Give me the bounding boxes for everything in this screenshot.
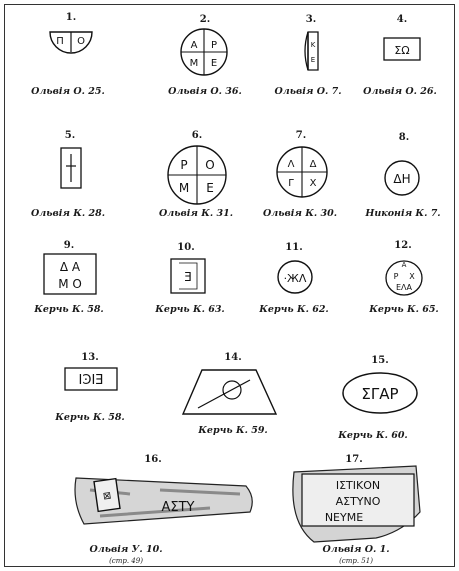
svg-text:⊠: ⊠ bbox=[102, 490, 112, 502]
svg-text:Π: Π bbox=[56, 36, 64, 47]
stamp-drawing: ⊠ ΑΣΤΥ bbox=[70, 468, 260, 530]
svg-text:ΣΓΑΡ: ΣΓΑΡ bbox=[361, 385, 398, 403]
stamp-caption: Керчь К. 65. bbox=[369, 304, 438, 315]
svg-text:Μ: Μ bbox=[179, 181, 189, 195]
stamp-drawing: Ρ Ο Μ Ε bbox=[165, 143, 229, 207]
svg-text:Α: Α bbox=[191, 40, 198, 51]
stamp-number: 1. bbox=[66, 12, 76, 23]
stamp-number: 7. bbox=[296, 130, 306, 141]
stamp-number: 14. bbox=[224, 352, 241, 363]
svg-text:Μ Ο: Μ Ο bbox=[58, 277, 82, 291]
stamp-drawing: ΙϿΙƎ bbox=[63, 366, 119, 392]
stamp-number: 4. bbox=[397, 14, 407, 25]
svg-text:Ǝ: Ǝ bbox=[184, 270, 192, 284]
stamp-number: 11. bbox=[285, 242, 302, 253]
stamp-caption: Ольвія О. 26. bbox=[363, 86, 437, 97]
svg-text:Λ: Λ bbox=[288, 159, 295, 170]
stamp-drawing: ·ЖΛ bbox=[275, 258, 315, 296]
stamp-drawing bbox=[58, 146, 84, 190]
svg-text:Χ: Χ bbox=[310, 178, 317, 189]
svg-text:ΙϿΙƎ: ΙϿΙƎ bbox=[78, 373, 103, 388]
svg-text:ΔΗ: ΔΗ bbox=[393, 172, 410, 186]
stamp-caption: Ольвія К. 31. bbox=[159, 208, 233, 219]
stamp-caption: Ольвія К. 28. bbox=[31, 208, 105, 219]
svg-text:ΕΛΑ: ΕΛΑ bbox=[396, 283, 413, 292]
stamp-drawing: ΙΣΤΙΚΟΝ ΑΣΤΥΝΟ ΝΕΥΜΕ bbox=[284, 462, 424, 546]
svg-text:Κ: Κ bbox=[311, 41, 316, 49]
stamp-page-ref: (стр. 49) bbox=[109, 557, 143, 565]
stamp-caption: Керчь К. 62. bbox=[259, 304, 328, 315]
svg-text:Α: Α bbox=[402, 261, 407, 269]
svg-text:Ρ: Ρ bbox=[211, 40, 217, 51]
stamp-drawing: Κ Ε bbox=[300, 30, 322, 74]
stamp-drawing: Α Ρ Χ ΕΛΑ bbox=[382, 252, 426, 298]
stamp-drawing bbox=[180, 366, 280, 418]
svg-text:Ε: Ε bbox=[311, 56, 315, 64]
svg-text:Ε: Ε bbox=[206, 181, 214, 195]
stamp-caption: Керчь К. 58. bbox=[34, 304, 103, 315]
stamp-caption: Керчь К. 58. bbox=[55, 412, 124, 423]
stamp-caption: Керчь К. 63. bbox=[155, 304, 224, 315]
stamp-number: 3. bbox=[306, 14, 316, 25]
stamp-number: 10. bbox=[177, 242, 194, 253]
stamp-number: 16. bbox=[144, 454, 161, 465]
stamp-drawing: Π Ο bbox=[48, 28, 94, 62]
svg-text:Δ Α: Δ Α bbox=[60, 260, 81, 274]
stamp-caption: Ольвія У. 10. bbox=[89, 544, 162, 555]
svg-text:Ρ: Ρ bbox=[180, 158, 187, 172]
stamp-drawing: ΣΩ bbox=[382, 36, 422, 62]
svg-text:ΝΕΥΜΕ: ΝΕΥΜΕ bbox=[325, 511, 363, 524]
stamp-number: 5. bbox=[65, 130, 75, 141]
svg-text:Ε: Ε bbox=[211, 58, 217, 69]
svg-text:ΑΣΤΥ: ΑΣΤΥ bbox=[162, 500, 195, 515]
stamp-drawing: Α Ρ Μ Ε bbox=[178, 26, 230, 78]
svg-text:·ЖΛ: ·ЖΛ bbox=[284, 272, 307, 285]
stamp-page-ref: (стр. 51) bbox=[339, 557, 373, 565]
svg-text:Χ: Χ bbox=[409, 272, 415, 281]
stamp-caption: Ольвія О. 25. bbox=[31, 86, 105, 97]
stamp-number: 9. bbox=[64, 240, 74, 251]
stamp-number: 8. bbox=[399, 132, 409, 143]
svg-text:Μ: Μ bbox=[190, 58, 199, 69]
stamp-caption: Ольвія О. 1. bbox=[322, 544, 389, 555]
svg-text:ΑΣΤΥΝΟ: ΑΣΤΥΝΟ bbox=[336, 495, 381, 508]
stamp-number: 6. bbox=[192, 130, 202, 141]
stamp-number: 13. bbox=[81, 352, 98, 363]
stamp-drawing: Δ Α Μ Ο bbox=[42, 252, 98, 296]
stamp-drawing: ΣΓΑΡ bbox=[340, 370, 420, 416]
svg-text:ΣΩ: ΣΩ bbox=[394, 44, 409, 57]
stamp-number: 15. bbox=[371, 355, 388, 366]
stamp-drawing: Ǝ bbox=[168, 256, 208, 296]
svg-text:ΙΣΤΙΚΟΝ: ΙΣΤΙΚΟΝ bbox=[336, 479, 380, 492]
stamp-caption: Керчь К. 59. bbox=[198, 425, 267, 436]
stamp-drawing: Λ Δ Γ Χ bbox=[274, 144, 330, 200]
stamp-caption: Керчь К. 60. bbox=[338, 430, 407, 441]
stamp-caption: Никонія К. 7. bbox=[365, 208, 440, 219]
stamp-caption: Ольвія О. 7. bbox=[274, 86, 341, 97]
svg-text:Ο: Ο bbox=[205, 158, 214, 172]
stamp-number: 12. bbox=[394, 240, 411, 251]
svg-text:Ρ: Ρ bbox=[394, 272, 399, 281]
stamp-caption: Ольвія К. 30. bbox=[263, 208, 337, 219]
svg-text:Γ: Γ bbox=[288, 178, 294, 189]
stamp-drawing: ΔΗ bbox=[382, 158, 422, 198]
svg-text:Ο: Ο bbox=[77, 36, 85, 47]
svg-text:Δ: Δ bbox=[310, 159, 317, 170]
stamp-caption: Ольвія О. 36. bbox=[168, 86, 242, 97]
stamp-number: 2. bbox=[200, 14, 210, 25]
